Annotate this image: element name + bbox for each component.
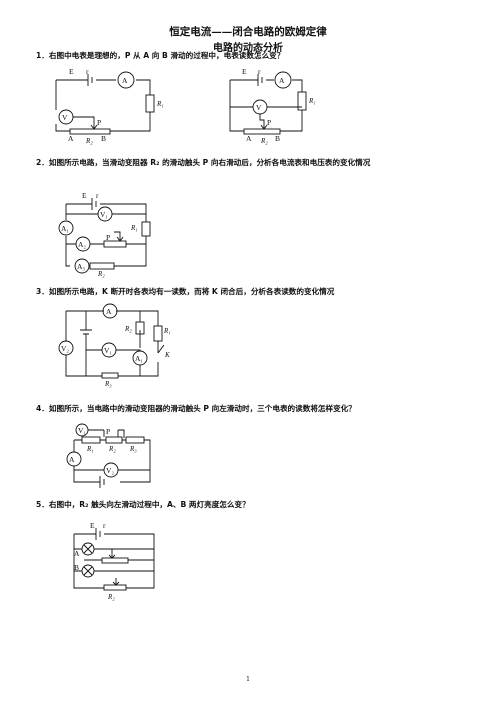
question-1-text: 右图中电表是理想的，P 从 A 向 B 滑动的过程中，电表读数怎么变？ <box>48 51 285 60</box>
svg-text:R₂: R₂ <box>108 445 116 453</box>
svg-text:R₁: R₁ <box>130 224 138 232</box>
svg-text:E: E <box>242 67 247 76</box>
doc-subtitle: 电路的动态分析 <box>213 43 283 54</box>
circuit-4: V₁ P R₁ R₂ R₃ A V₂ <box>66 423 151 488</box>
svg-text:A: A <box>106 307 112 316</box>
question-2: 2．如图所示电路，当滑动变阻器 R₂ 的滑动触头 P 向右滑动后，分析各电流表和… <box>36 157 370 168</box>
svg-text:R₃: R₃ <box>129 445 137 453</box>
svg-text:B: B <box>275 134 280 143</box>
svg-text:P: P <box>106 233 110 242</box>
page-number: 1 <box>246 676 250 683</box>
svg-text:A: A <box>74 549 80 558</box>
svg-text:K: K <box>164 351 170 359</box>
svg-text:R₂: R₂ <box>107 593 115 601</box>
label-r: r <box>86 67 89 76</box>
label-R2: R₂ <box>85 137 93 145</box>
switch-k-icon <box>157 344 165 354</box>
svg-text:V₁: V₁ <box>104 346 112 355</box>
question-4-text: 如图所示，当电路中的滑动变阻器的滑动触头 P 向左滑动时，三个电表的读数将怎样变… <box>48 404 356 413</box>
question-4: 4．如图所示，当电路中的滑动变阻器的滑动触头 P 向左滑动时，三个电表的读数将怎… <box>36 403 356 414</box>
svg-text:B: B <box>74 563 79 572</box>
svg-text:E: E <box>82 191 87 200</box>
svg-text:A: A <box>246 134 252 143</box>
svg-text:V₂: V₂ <box>61 344 69 353</box>
svg-text:V₁: V₁ <box>100 210 108 219</box>
svg-text:E: E <box>90 521 95 530</box>
resistor-r1-icon <box>145 94 155 113</box>
circuit-1a: E r A R₁ V P A R₂ B <box>55 67 164 145</box>
svg-text:V₁: V₁ <box>78 426 86 435</box>
svg-text:V: V <box>256 103 262 112</box>
svg-text:r: r <box>103 521 106 530</box>
svg-text:A₁: A₁ <box>61 224 69 233</box>
rheostat-r2-icon <box>69 128 111 135</box>
svg-text:R₂: R₂ <box>260 137 268 145</box>
question-3-num: 3． <box>36 287 49 296</box>
svg-text:R₁: R₁ <box>86 445 94 453</box>
svg-text:r: r <box>258 67 261 76</box>
svg-text:A₂: A₂ <box>78 240 86 249</box>
circuit-1b: E r A R₁ V P A R₂ B <box>229 67 316 145</box>
svg-text:R₁: R₁ <box>308 97 316 105</box>
question-5-num: 5． <box>36 500 49 509</box>
label-A-end: A <box>68 134 74 143</box>
svg-text:A: A <box>69 455 75 464</box>
question-3-text: 如图所示电路，K 断开时各表均有一读数，而将 K 闭合后，分析各表读数的变化情况 <box>48 287 335 296</box>
circuit-3: A V₂ V₁ R₂ R₁ A₁ K R₃ <box>58 303 171 388</box>
question-3: 3．如图所示电路，K 断开时各表均有一读数，而将 K 闭合后，分析各表读数的变化… <box>36 286 334 297</box>
label-voltmeter: V <box>62 113 68 122</box>
svg-text:A₃: A₃ <box>77 262 85 271</box>
circuit-5: E r A B R₂ <box>73 521 155 601</box>
question-1: 1．右图中电表是理想的，P 从 A 向 B 滑动的过程中，电表读数怎么变？ <box>36 50 284 61</box>
svg-text:P: P <box>106 427 110 436</box>
svg-text:R₁: R₁ <box>163 327 171 335</box>
label-B-end: B <box>101 134 106 143</box>
question-4-num: 4． <box>36 404 49 413</box>
doc-title: 恒定电流——闭合电路的欧姆定律 <box>169 26 327 38</box>
svg-text:P: P <box>267 118 271 127</box>
question-5: 5．右图中，R₂ 触头向左滑动过程中，A、B 两灯亮度怎么变？ <box>36 499 250 510</box>
battery-icon <box>87 74 93 86</box>
question-2-num: 2． <box>36 158 49 167</box>
question-1-num: 1． <box>36 51 49 60</box>
svg-text:A₁: A₁ <box>135 354 143 363</box>
svg-text:A: A <box>279 76 285 85</box>
svg-text:R₂: R₂ <box>124 325 132 333</box>
svg-text:V₂: V₂ <box>106 466 114 475</box>
question-2-text: 如图所示电路，当滑动变阻器 R₂ 的滑动触头 P 向右滑动后，分析各电流表和电压… <box>48 158 371 167</box>
svg-text:r: r <box>96 191 99 200</box>
label-P: P <box>97 118 101 127</box>
circuit-2: E r V₁ A₁ R₁ P A₂ A₃ R₂ <box>58 191 151 278</box>
svg-text:R₃: R₃ <box>104 380 112 388</box>
ammeter-icon <box>117 71 135 89</box>
svg-text:R₂: R₂ <box>97 270 105 278</box>
question-5-text: 右图中，R₂ 触头向左滑动过程中，A、B 两灯亮度怎么变？ <box>48 500 250 509</box>
label-R1: R₁ <box>156 100 164 108</box>
label-ammeter: A <box>122 76 128 85</box>
label-E: E <box>69 67 74 76</box>
